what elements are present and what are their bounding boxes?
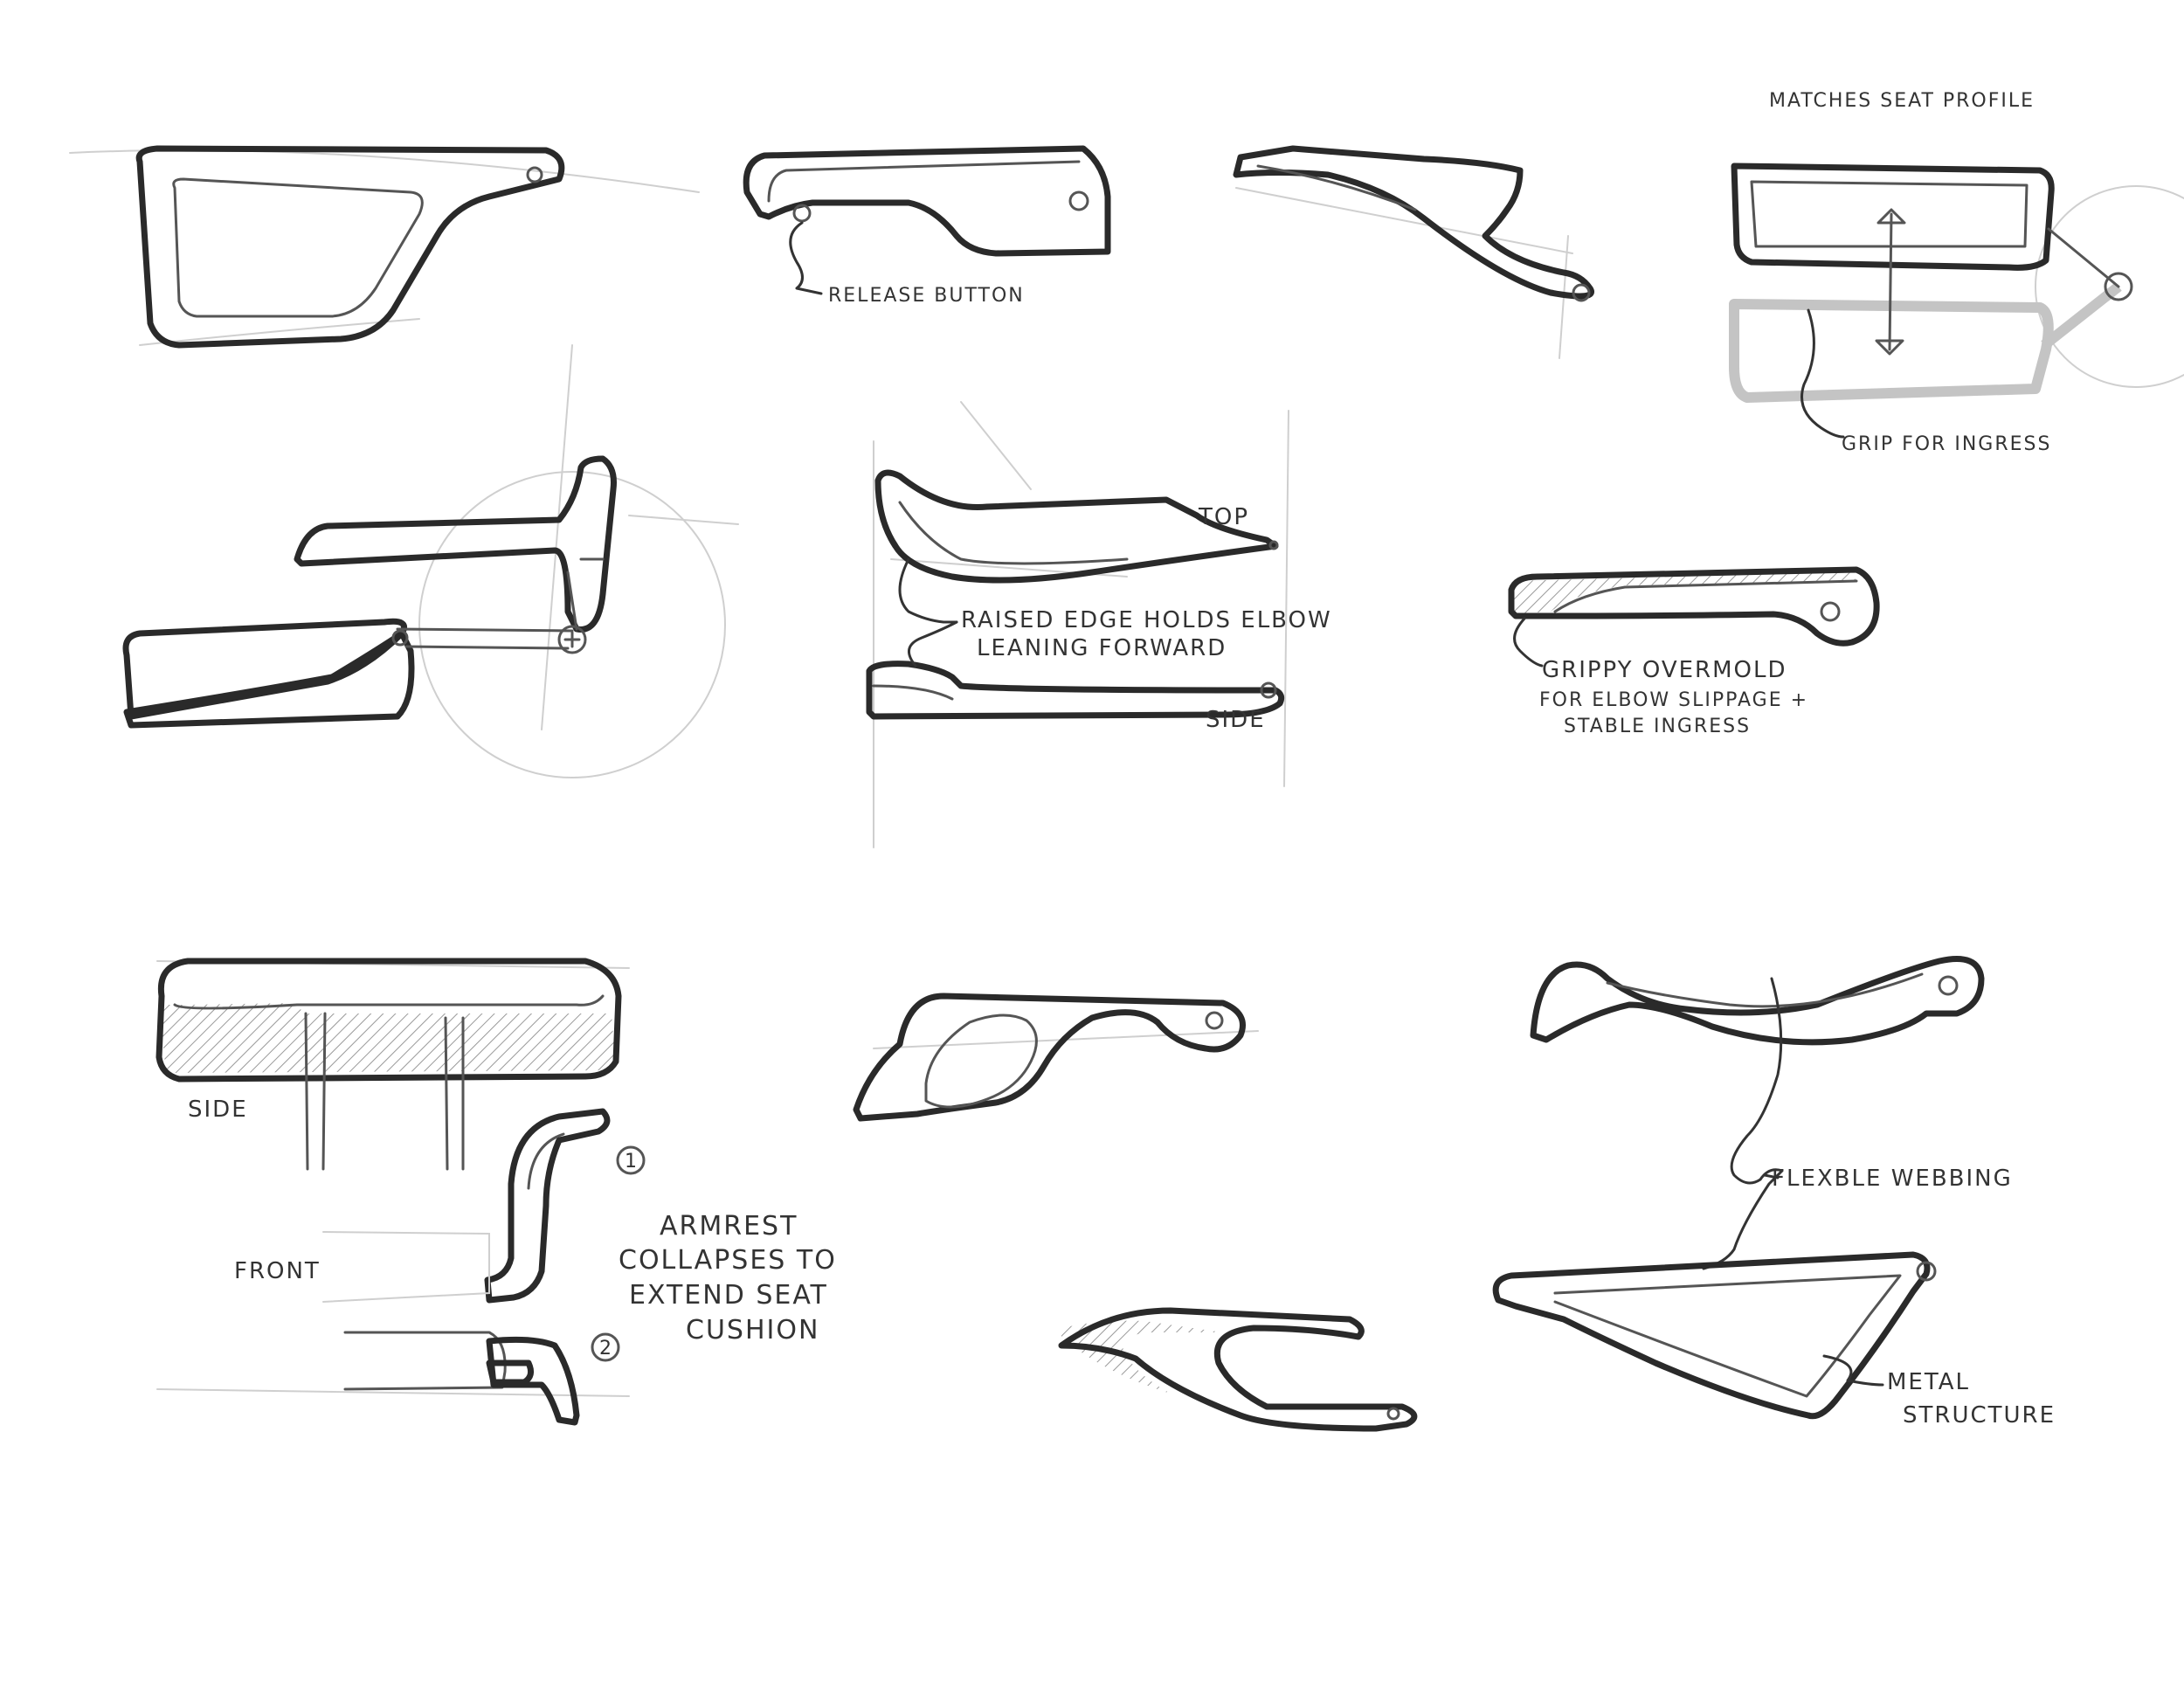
collapse-line1: ARMREST: [660, 1211, 798, 1242]
front-label: FRONT: [234, 1258, 321, 1284]
side-middle-label: SIDE: [1206, 707, 1266, 733]
metal-line2: STRUCTURE: [1903, 1402, 2056, 1429]
collapse-line2: COLLAPSES TO: [619, 1245, 837, 1276]
grip-for-ingress-label: GRIP FOR INGRESS: [1842, 433, 2051, 455]
sketch-open-loop-armrest: [853, 993, 1418, 1432]
sketch-raised-edge: TOP SIDE RAISED EDGE HOLDS ELBOW LEANING…: [866, 401, 1332, 848]
top-label: TOP: [1198, 504, 1249, 530]
sketch-grippy-overmold: GRIPPY OVERMOLD FOR ELBOW SLIPPAGE + STA…: [1508, 566, 1880, 737]
grippy-line2: FOR ELBOW SLIPPAGE +: [1539, 689, 1808, 711]
collapse-line3: EXTEND SEAT: [629, 1280, 828, 1311]
flexible-webbing-label: FLEXBLE WEBBING: [1772, 1166, 2013, 1192]
step-2-label: 2: [599, 1338, 613, 1359]
grippy-line1: GRIPPY OVERMOLD: [1542, 657, 1787, 683]
sketch-release-button-armrest: RELEASE BUTTON: [743, 145, 1111, 307]
raised-edge-line2: LEANING FORWARD: [977, 635, 1227, 661]
release-button-label: RELEASE BUTTON: [828, 285, 1025, 307]
step-1-label: 1: [625, 1151, 639, 1173]
sketch-curved-armrest: [1233, 145, 1594, 359]
grippy-line3: STABLE INGRESS: [1564, 716, 1751, 737]
metal-line1: METAL: [1887, 1369, 1970, 1395]
matches-seat-profile-label: MATCHES SEAT PROFILE: [1769, 90, 2035, 112]
raised-edge-line1: RAISED EDGE HOLDS ELBOW: [961, 607, 1332, 633]
sketch-webbing-structure: FLEXBLE WEBBING METAL STRUCTURE: [1492, 956, 2056, 1429]
sketch-seat-profile: MATCHES SEAT PROFILE GRIP FOR INGRESS: [1729, 90, 2184, 455]
sketch-collapsing-armrest: SIDE 1 FRONT 2 ARMREST COLLAPSES TO EXTE…: [156, 958, 837, 1426]
sketch-loop-armrest: [69, 145, 700, 349]
sketch-seat-with-armrest: [122, 344, 739, 778]
side-bottom-label: SIDE: [188, 1097, 248, 1123]
collapse-line4: CUSHION: [686, 1315, 819, 1346]
